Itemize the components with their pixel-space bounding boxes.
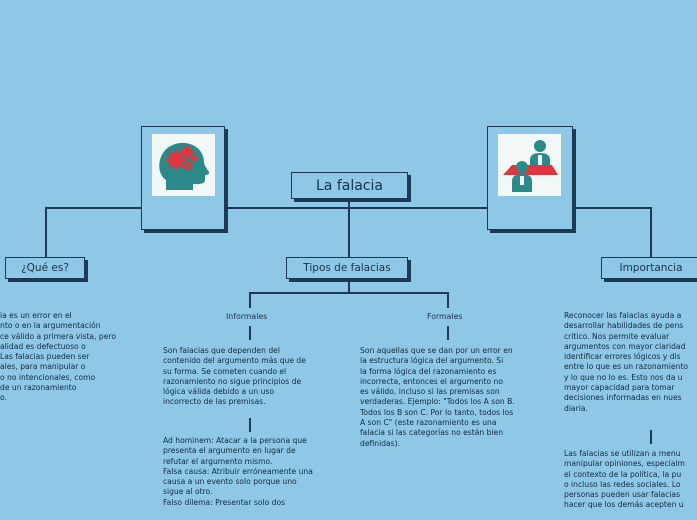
- right-drop-line: [650, 207, 652, 257]
- tipos-down-line: [348, 279, 350, 293]
- informales-text-tick: [249, 326, 251, 340]
- topic-que-es-title: ¿Qué es?: [21, 262, 69, 274]
- formales-text: Son aquellas que se dan por un error en …: [360, 346, 515, 448]
- formales-drop-line: [447, 292, 449, 308]
- head-gears-icon: [152, 134, 215, 196]
- topic-importancia-title: Importancia: [619, 262, 683, 274]
- formales-label[interactable]: Formales: [427, 312, 463, 321]
- importancia-text-tick: [650, 430, 652, 444]
- topic-importancia-box[interactable]: Importancia: [601, 257, 697, 279]
- left-image-frame: [141, 126, 225, 230]
- informales-examples-tick: [249, 418, 251, 432]
- topic-que-es-box[interactable]: ¿Qué es?: [5, 257, 85, 279]
- informales-examples: Ad hominem: Atacar a la persona que pres…: [163, 436, 313, 507]
- importancia-text: Reconocer las falacias ayuda a desarroll…: [564, 311, 688, 413]
- root-title-box[interactable]: La falacia: [291, 172, 408, 199]
- root-title: La falacia: [316, 177, 383, 194]
- right-image-frame: [487, 126, 573, 230]
- informales-text: Son falacias que dependen del contenido …: [163, 346, 306, 407]
- informales-drop-line: [249, 292, 251, 308]
- topic-tipos-title: Tipos de falacias: [303, 262, 391, 274]
- meeting-people-icon: [498, 134, 561, 196]
- informales-label[interactable]: Informales: [226, 312, 268, 321]
- que-es-text: ia es un error en el nto o en la argumen…: [0, 311, 116, 403]
- tipos-split-line: [249, 292, 449, 294]
- left-drop-line: [45, 207, 47, 257]
- topic-tipos-box[interactable]: Tipos de falacias: [286, 257, 408, 279]
- importancia-text-2: Las falacias se utilizan a menu manipula…: [564, 449, 685, 510]
- center-drop-line: [348, 200, 350, 257]
- formales-text-tick: [447, 326, 449, 340]
